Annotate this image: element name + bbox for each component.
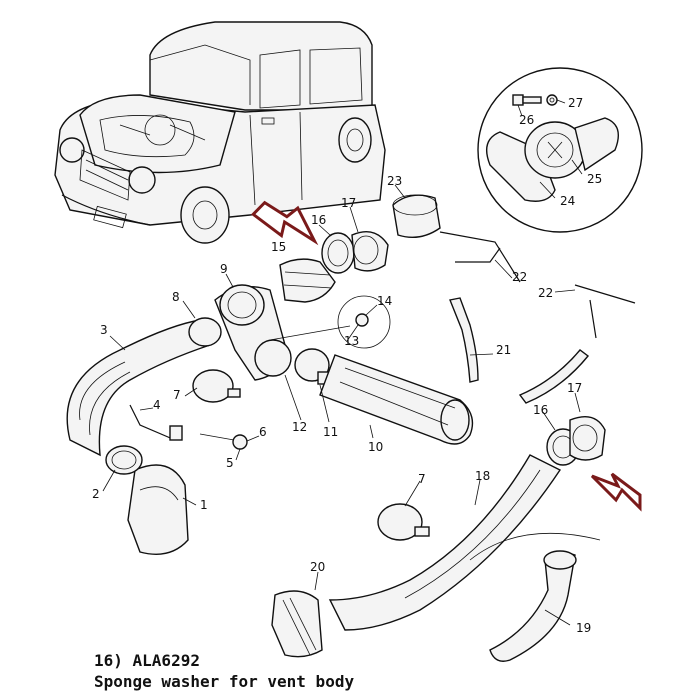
label-3: 3 (100, 323, 108, 337)
label-13: 13 (344, 334, 359, 348)
label-27: 27 (568, 96, 583, 110)
part-labels: 1 2 3 4 5 6 7 7 7 8 9 10 11 12 13 14 15 … (92, 96, 602, 635)
label-16-right: 16 (533, 403, 548, 417)
caption-part-number: 16) ALA6292 (94, 651, 200, 670)
label-2: 2 (92, 487, 100, 501)
label-9: 9 (220, 262, 228, 276)
label-1: 1 (200, 498, 208, 512)
label-22b: 22 (538, 286, 553, 300)
arrow-top (250, 200, 319, 246)
label-23: 23 (387, 174, 402, 188)
label-8: 8 (172, 290, 180, 304)
label-19: 19 (576, 621, 591, 635)
label-20: 20 (310, 560, 325, 574)
arrow-right (590, 472, 642, 512)
caption-description: Sponge washer for vent body (94, 672, 355, 691)
label-14: 14 (377, 294, 392, 308)
label-5: 5 (226, 456, 234, 470)
car-illustration (54, 21, 386, 244)
label-6: 6 (259, 425, 267, 439)
label-17-right: 17 (567, 381, 582, 395)
highlight-arrows (250, 200, 642, 512)
label-15: 15 (271, 240, 286, 254)
inset-detail (477, 67, 643, 233)
label-21: 21 (496, 343, 511, 357)
label-17-top: 17 (341, 196, 356, 210)
label-24: 24 (560, 194, 575, 208)
label-11: 11 (323, 425, 338, 439)
label-7a: 7 (173, 388, 181, 402)
duct-assembly (66, 194, 636, 662)
label-12: 12 (292, 420, 307, 434)
label-10: 10 (368, 440, 383, 454)
leader-lines (102, 99, 583, 626)
label-16-top: 16 (311, 213, 326, 227)
label-26: 26 (519, 113, 534, 127)
label-18: 18 (475, 469, 490, 483)
label-7b: 7 (418, 472, 426, 486)
label-22a: 22 (512, 270, 527, 284)
label-4: 4 (153, 398, 161, 412)
label-25: 25 (587, 172, 602, 186)
